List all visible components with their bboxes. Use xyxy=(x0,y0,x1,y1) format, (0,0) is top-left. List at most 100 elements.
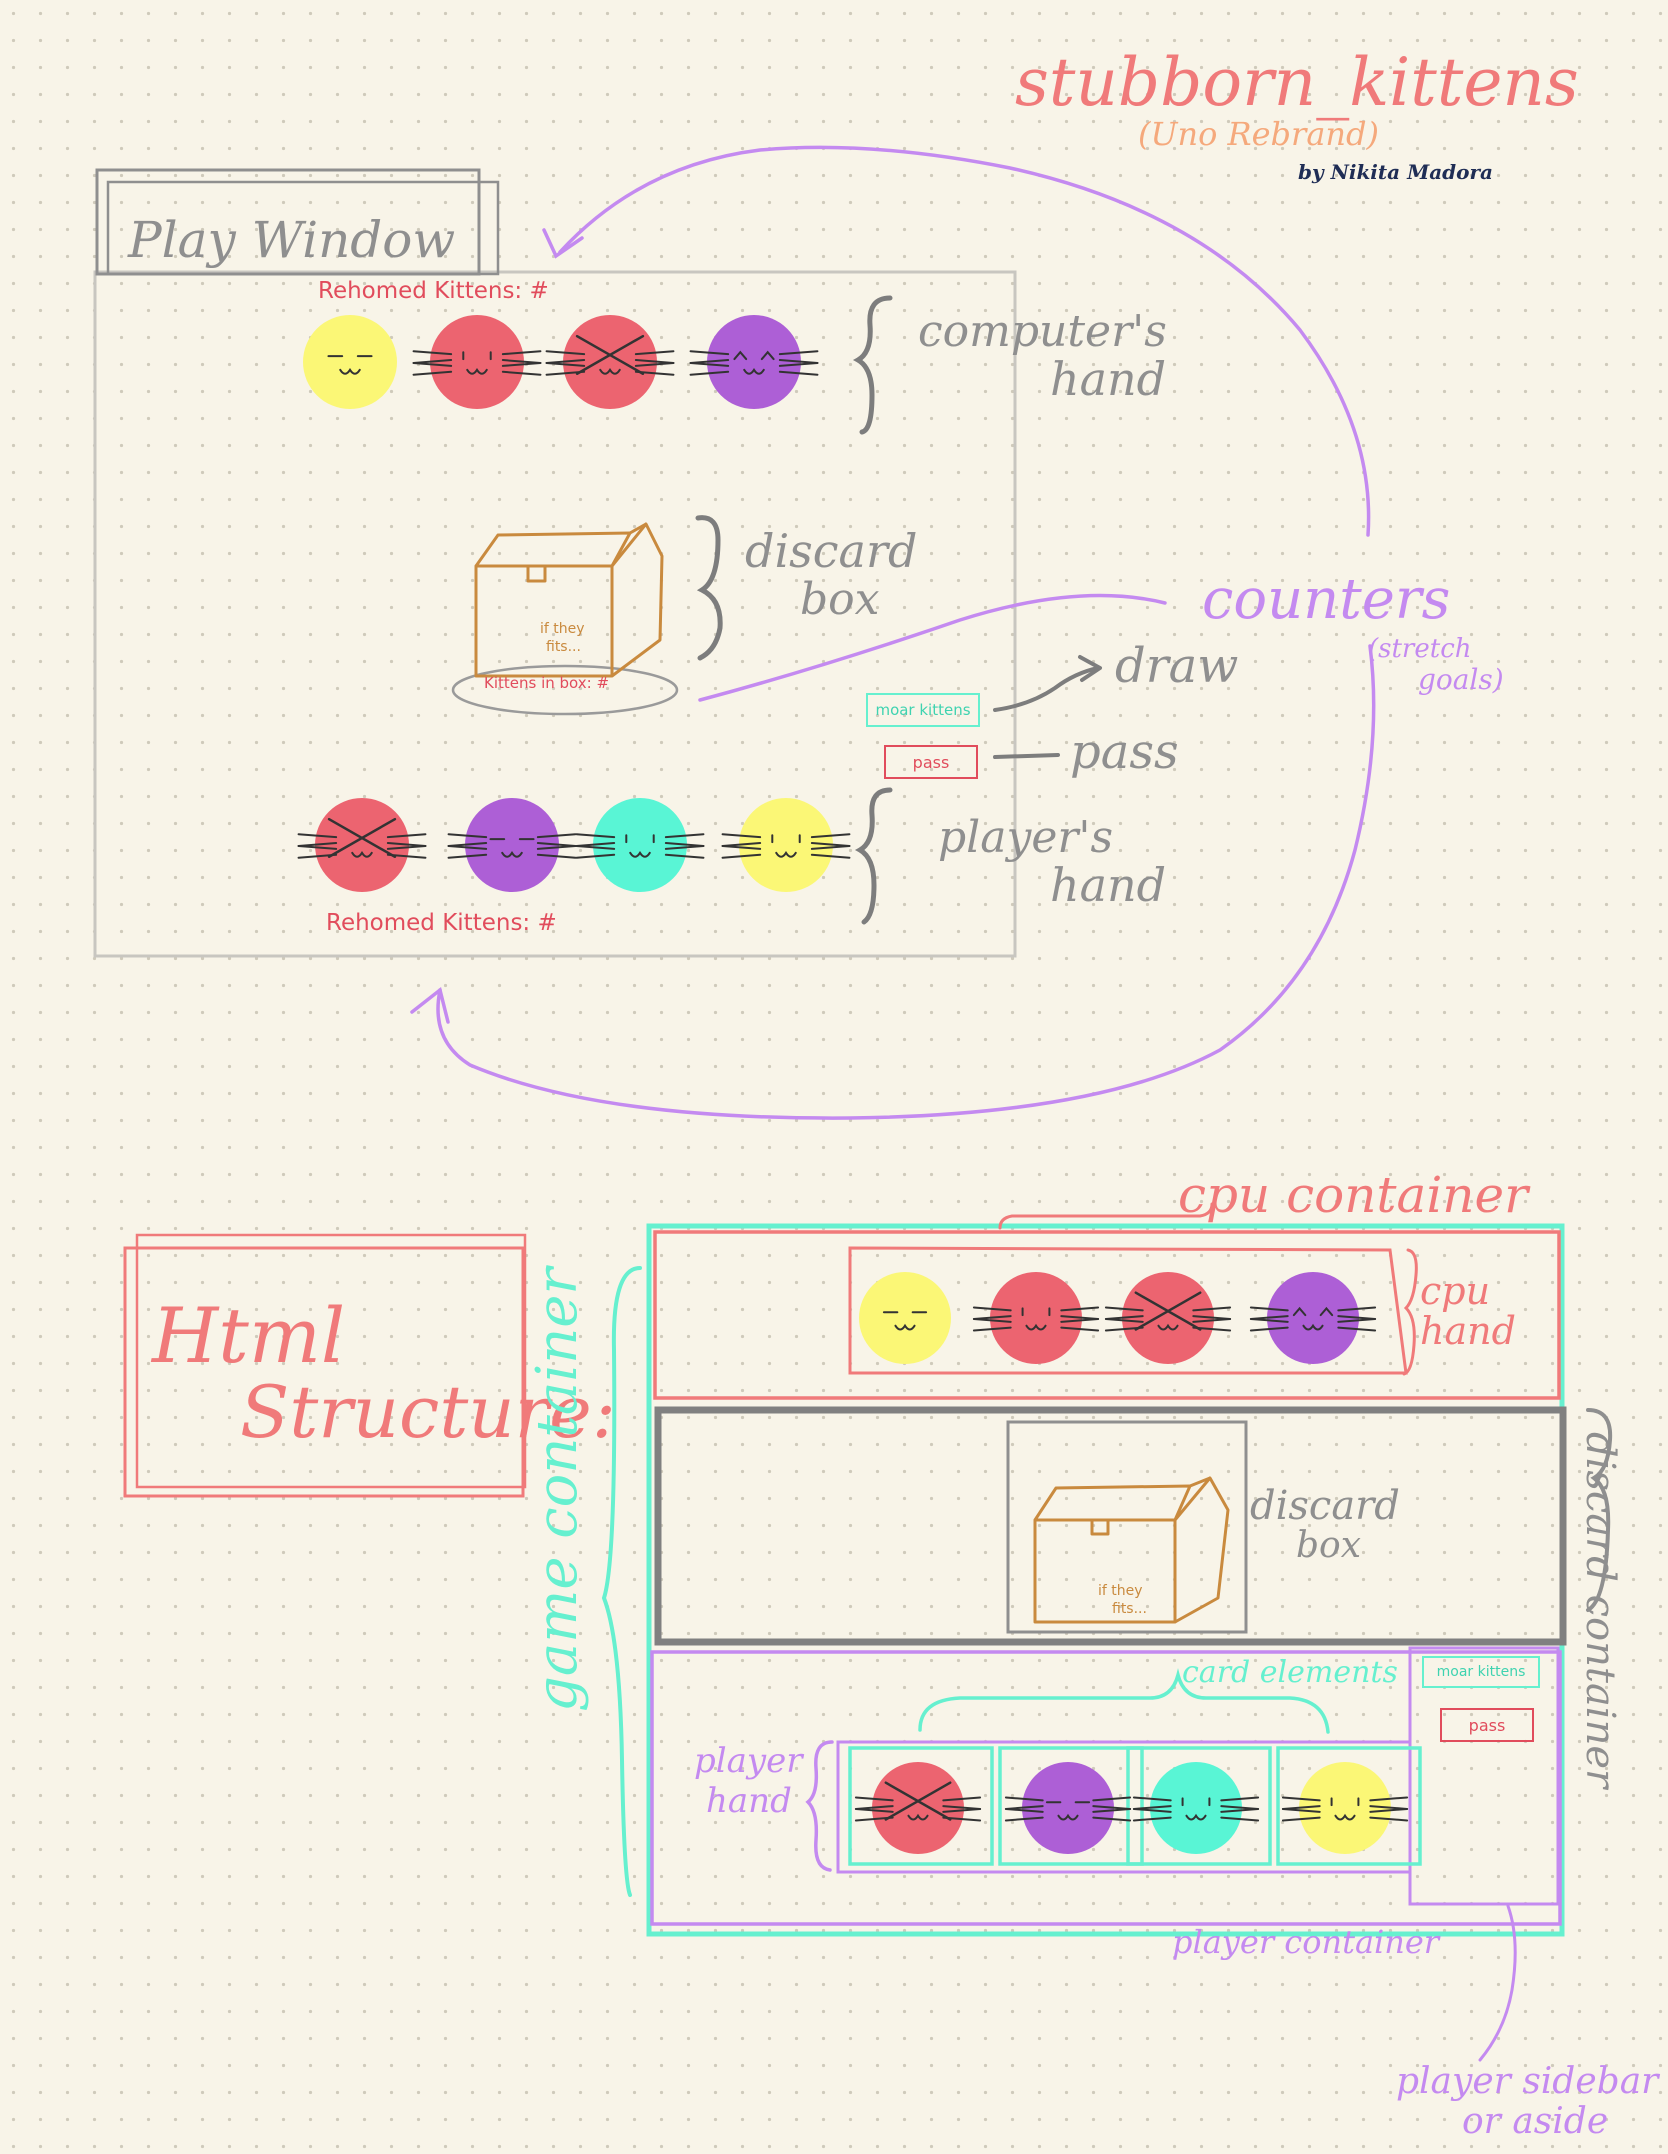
kitten-card-3[interactable] xyxy=(575,798,705,892)
whiskers-icon xyxy=(545,350,675,376)
whiskers-icon xyxy=(972,1306,1100,1332)
page-title: stubborn_kittens xyxy=(1015,44,1579,121)
player-sidebar-label-2: or aside xyxy=(1462,2101,1609,2142)
kitten-card-4[interactable] xyxy=(689,315,819,409)
kitten-card-2[interactable] xyxy=(412,315,542,409)
discard-box-label-1: discard xyxy=(1250,1483,1400,1529)
card-element-frames xyxy=(848,1746,1422,1866)
cpu-container-label: cpu container xyxy=(1178,1166,1528,1224)
note-computer-hand-1: computer's xyxy=(918,306,1167,357)
cardboard-box-icon xyxy=(474,522,664,678)
whiskers-icon xyxy=(575,833,705,859)
whiskers-icon xyxy=(689,350,819,376)
card-element-2 xyxy=(998,1746,1144,1866)
play-window-label-box-inner xyxy=(106,180,500,276)
game-container-brace xyxy=(601,1266,642,1897)
kitten-card-3[interactable] xyxy=(1132,1762,1260,1854)
kitten-body xyxy=(1267,1272,1359,1364)
kitten-face-cross-icon xyxy=(884,1781,952,1821)
note-player-hand-1: player's xyxy=(938,812,1114,863)
bracket-computer-hand xyxy=(852,295,893,435)
bracket-player-hand xyxy=(854,787,893,925)
card-element-1 xyxy=(848,1746,994,1866)
sidebar-leader-line xyxy=(1478,1904,1517,2062)
kitten-body xyxy=(465,798,559,892)
discard-box-label-2: box xyxy=(1296,1525,1362,1566)
card-elements-brace xyxy=(918,1668,1330,1734)
page-subtitle: (Uno Rebrand) xyxy=(1138,115,1379,153)
pass-line xyxy=(993,753,1060,759)
pass-button[interactable]: pass xyxy=(884,745,978,779)
kitten-face-smile-icon xyxy=(1292,1306,1334,1331)
kitten-body xyxy=(1299,1762,1391,1854)
kitten-card-1[interactable] xyxy=(303,315,397,409)
play-window-label: Play Window xyxy=(128,211,456,269)
kitten-card-3[interactable] xyxy=(1104,1272,1232,1364)
kitten-face-happy-icon xyxy=(462,351,492,375)
cpu-container-brace xyxy=(998,1202,1214,1230)
computer-hand-cards xyxy=(303,315,819,409)
kitten-card-1[interactable] xyxy=(854,1762,982,1854)
cpu-hand-label-1: cpu xyxy=(1420,1269,1491,1313)
kitten-card-2[interactable] xyxy=(447,798,577,892)
kitten-card-2[interactable] xyxy=(1004,1762,1132,1854)
kitten-face-happy-icon xyxy=(1330,1797,1360,1821)
structure-box-caption-1: if they xyxy=(1098,1583,1143,1599)
cpu-hand-bracket xyxy=(1402,1248,1418,1376)
kitten-body xyxy=(315,798,409,892)
kitten-body xyxy=(430,315,524,409)
bracket-discard-container xyxy=(1586,1408,1613,1612)
whiskers-icon xyxy=(721,833,851,859)
draw-arrowhead xyxy=(1078,655,1102,682)
kitten-body xyxy=(872,1762,964,1854)
player-hand-bracket xyxy=(805,1740,834,1872)
kitten-face-smile-icon xyxy=(733,350,775,375)
rehomed-counter-top: Rehomed Kittens: # xyxy=(318,278,549,304)
kitten-face-sleepy-icon xyxy=(327,355,373,375)
structure-heading-1: Html xyxy=(152,1291,346,1380)
player-container-frame xyxy=(650,1650,1562,1926)
kitten-face-cross-icon xyxy=(1134,1291,1202,1331)
note-computer-hand-2: hand xyxy=(1050,352,1167,406)
kitten-face-happy-icon xyxy=(771,834,801,858)
cpu-container-frame xyxy=(653,1230,1561,1400)
player-container-label: player container xyxy=(1172,1923,1440,1961)
player-hand-frame xyxy=(836,1740,1412,1874)
kitten-face-sleepy-icon xyxy=(1045,1801,1091,1821)
note-discard-box-2: box xyxy=(800,574,880,625)
kitten-body xyxy=(303,315,397,409)
kitten-body xyxy=(1150,1762,1242,1854)
kitten-card-1[interactable] xyxy=(297,798,427,892)
note-draw: draw xyxy=(1115,638,1239,694)
play-window-frame xyxy=(93,270,1017,958)
note-player-hand-2: hand xyxy=(1050,858,1167,912)
note-counters: counters xyxy=(1202,567,1451,632)
discard-container-label: discard container xyxy=(1577,1432,1623,1789)
kitten-card-4[interactable] xyxy=(1281,1762,1409,1854)
card-elements-label: card elements xyxy=(1182,1655,1398,1690)
kitten-face-happy-icon xyxy=(1181,1797,1211,1821)
kitten-card-2[interactable] xyxy=(972,1272,1100,1364)
kitten-card-3[interactable] xyxy=(545,315,675,409)
kitten-card-4[interactable] xyxy=(1249,1272,1377,1364)
draw-button[interactable]: moar kittens xyxy=(866,693,980,727)
card-element-3 xyxy=(1126,1746,1272,1866)
kitten-card-1[interactable] xyxy=(859,1272,951,1364)
counters-arrows xyxy=(410,145,1376,1120)
player-hand-label-1: player xyxy=(694,1741,803,1781)
kitten-body xyxy=(563,315,657,409)
kitten-body xyxy=(707,315,801,409)
kitten-body xyxy=(859,1272,951,1364)
structure-draw-button[interactable]: moar kittens xyxy=(1422,1656,1540,1688)
kitten-card-4[interactable] xyxy=(721,798,851,892)
note-stretch-goals-2: goals) xyxy=(1418,663,1504,696)
structure-player-cards xyxy=(854,1762,1409,1854)
note-stretch-goals-1: (stretch xyxy=(1368,634,1472,664)
structure-pass-button[interactable]: pass xyxy=(1440,1708,1534,1742)
kitten-face-cross-icon xyxy=(327,817,397,858)
note-discard-box-1: discard xyxy=(745,524,918,578)
player-hand-cards xyxy=(297,798,851,892)
rehomed-counter-bottom: Rehomed Kittens: # xyxy=(326,910,557,936)
player-hand-label-2: hand xyxy=(706,1781,792,1821)
